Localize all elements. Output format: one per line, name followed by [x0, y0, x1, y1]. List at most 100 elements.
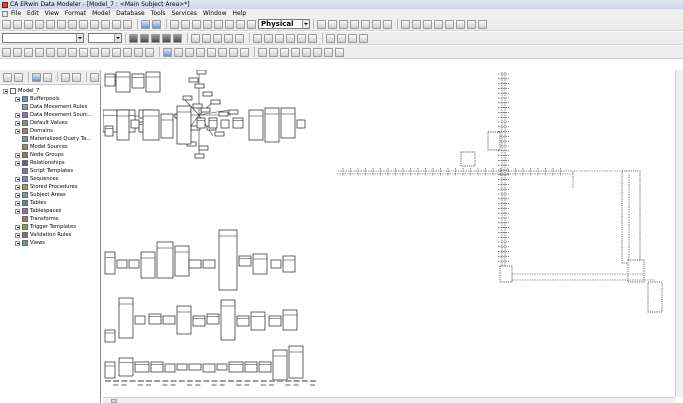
- horizontal-scroll-thumb[interactable]: [111, 399, 117, 403]
- entity-box[interactable]: [220, 119, 230, 129]
- line-style-icon[interactable]: [224, 33, 233, 43]
- expand-icon[interactable]: [15, 96, 20, 102]
- reset-lines-icon[interactable]: [280, 47, 289, 57]
- model-type-select[interactable]: Physical: [258, 19, 310, 29]
- orthogonal-layout-icon[interactable]: [196, 47, 205, 57]
- entity-box[interactable]: [116, 109, 130, 141]
- tree-layout-icon[interactable]: [218, 47, 227, 57]
- relationship-line[interactable]: [198, 109, 230, 116]
- domain-editor-icon[interactable]: [101, 47, 110, 57]
- menu-edit[interactable]: Edit: [27, 10, 39, 17]
- entity-box-small[interactable]: [218, 111, 229, 117]
- entity-box[interactable]: [282, 309, 298, 331]
- tree-item-transforms[interactable]: Transforms: [15, 215, 59, 223]
- zoom-fit-icon[interactable]: [192, 19, 201, 29]
- entity-box-small[interactable]: [202, 91, 213, 97]
- document-icon[interactable]: [2, 10, 8, 17]
- bring-to-front-icon[interactable]: [326, 33, 335, 43]
- tree-item-sequences[interactable]: Sequences: [15, 175, 58, 183]
- label-position-icon[interactable]: [291, 47, 300, 57]
- entity-box[interactable]: [116, 259, 128, 269]
- entity-box[interactable]: [188, 259, 202, 269]
- layout-options-icon[interactable]: [240, 47, 249, 57]
- tree-item-data-movement-sourc[interactable]: Data Movement Sourc...: [15, 111, 93, 119]
- browser-sort-icon[interactable]: [61, 72, 70, 82]
- tree-item-node-groups[interactable]: Node Groups: [15, 151, 64, 159]
- line-width-icon[interactable]: [235, 33, 244, 43]
- group-icon[interactable]: [348, 33, 357, 43]
- incremental-layout-icon[interactable]: [229, 47, 238, 57]
- browser-refresh-icon[interactable]: [72, 72, 81, 82]
- entity-box[interactable]: [250, 311, 266, 331]
- pointer-tool-icon[interactable]: [317, 19, 326, 29]
- tree-item-relationships[interactable]: Relationships: [15, 159, 65, 167]
- zoom-selection-icon[interactable]: [225, 19, 234, 29]
- font-size-select[interactable]: [88, 33, 122, 43]
- entity-box[interactable]: [104, 73, 116, 87]
- entity-box[interactable]: [232, 117, 244, 129]
- zoom-page-icon[interactable]: [214, 19, 223, 29]
- zoom-actual-icon[interactable]: [203, 19, 212, 29]
- view-box[interactable]: [621, 170, 641, 264]
- tree-item-script-templates[interactable]: Script Templates: [15, 167, 73, 175]
- entity-box[interactable]: [118, 357, 134, 377]
- complete-compare-icon[interactable]: [123, 19, 132, 29]
- circular-layout-icon[interactable]: [185, 47, 194, 57]
- font-color-icon[interactable]: [173, 33, 182, 43]
- expand-icon[interactable]: [15, 240, 20, 246]
- straighten-lines-icon[interactable]: [269, 47, 278, 57]
- undo-icon[interactable]: [79, 19, 88, 29]
- entity-box[interactable]: [134, 315, 146, 325]
- menu-format[interactable]: Format: [64, 10, 87, 17]
- entity-box[interactable]: [164, 363, 176, 373]
- entity-box-small[interactable]: [188, 77, 199, 83]
- rounded-rectangle-icon[interactable]: [412, 19, 421, 29]
- entity-box[interactable]: [268, 315, 282, 327]
- entity-box[interactable]: [115, 71, 131, 93]
- line-shape-icon[interactable]: [445, 19, 454, 29]
- stored-display-icon[interactable]: [35, 47, 44, 57]
- view-editor-icon[interactable]: [134, 47, 143, 57]
- page-grid-icon[interactable]: [335, 47, 344, 57]
- entity-box-small[interactable]: [198, 145, 209, 151]
- chevron-down-icon[interactable]: [114, 34, 121, 42]
- entity-box[interactable]: [142, 109, 160, 141]
- lock-icon[interactable]: [13, 47, 22, 57]
- entity-box[interactable]: [104, 125, 114, 137]
- entity-box[interactable]: [131, 73, 145, 89]
- entity-box[interactable]: [252, 253, 268, 275]
- view-relationship-icon[interactable]: [383, 19, 392, 29]
- entity-box[interactable]: [176, 305, 192, 335]
- tree-item-materialized-query-ta[interactable]: Materialized Query Ta...: [15, 135, 91, 143]
- entity-box-small[interactable]: [214, 131, 225, 137]
- grid-toggle-icon[interactable]: [313, 47, 322, 57]
- save-icon[interactable]: [24, 19, 33, 29]
- er-diagram[interactable]: [103, 70, 675, 397]
- align-bottom-icon[interactable]: [297, 33, 306, 43]
- display-level-icon[interactable]: [236, 19, 245, 29]
- view-box[interactable]: [487, 131, 501, 151]
- tree-item-subject-areas[interactable]: Subject Areas: [15, 191, 66, 199]
- forward-engineer-icon[interactable]: [152, 19, 161, 29]
- tree-item-domains[interactable]: Domains: [15, 127, 53, 135]
- vertical-scrollbar[interactable]: [675, 70, 683, 397]
- fill-color-icon[interactable]: [191, 33, 200, 43]
- expand-icon[interactable]: [15, 232, 20, 238]
- many-to-many-relationship-icon[interactable]: [372, 19, 381, 29]
- entity-box-small[interactable]: [192, 103, 203, 109]
- expand-icon[interactable]: [15, 160, 20, 166]
- view-box[interactable]: [627, 259, 645, 283]
- collapse-icon[interactable]: [3, 88, 8, 94]
- non-identifying-relationship-icon[interactable]: [361, 19, 370, 29]
- entity-box[interactable]: [134, 361, 150, 373]
- expand-icon[interactable]: [15, 208, 20, 214]
- tree-item-trigger-templates[interactable]: Trigger Templates: [15, 223, 76, 231]
- entity-box[interactable]: [104, 251, 116, 275]
- entity-box[interactable]: [176, 363, 188, 371]
- underline-icon[interactable]: [151, 33, 160, 43]
- entity-box[interactable]: [128, 259, 140, 269]
- new-model-icon[interactable]: [2, 19, 11, 29]
- zoom-in-icon[interactable]: [170, 19, 179, 29]
- italic-icon[interactable]: [140, 33, 149, 43]
- index-editor-icon[interactable]: [90, 47, 99, 57]
